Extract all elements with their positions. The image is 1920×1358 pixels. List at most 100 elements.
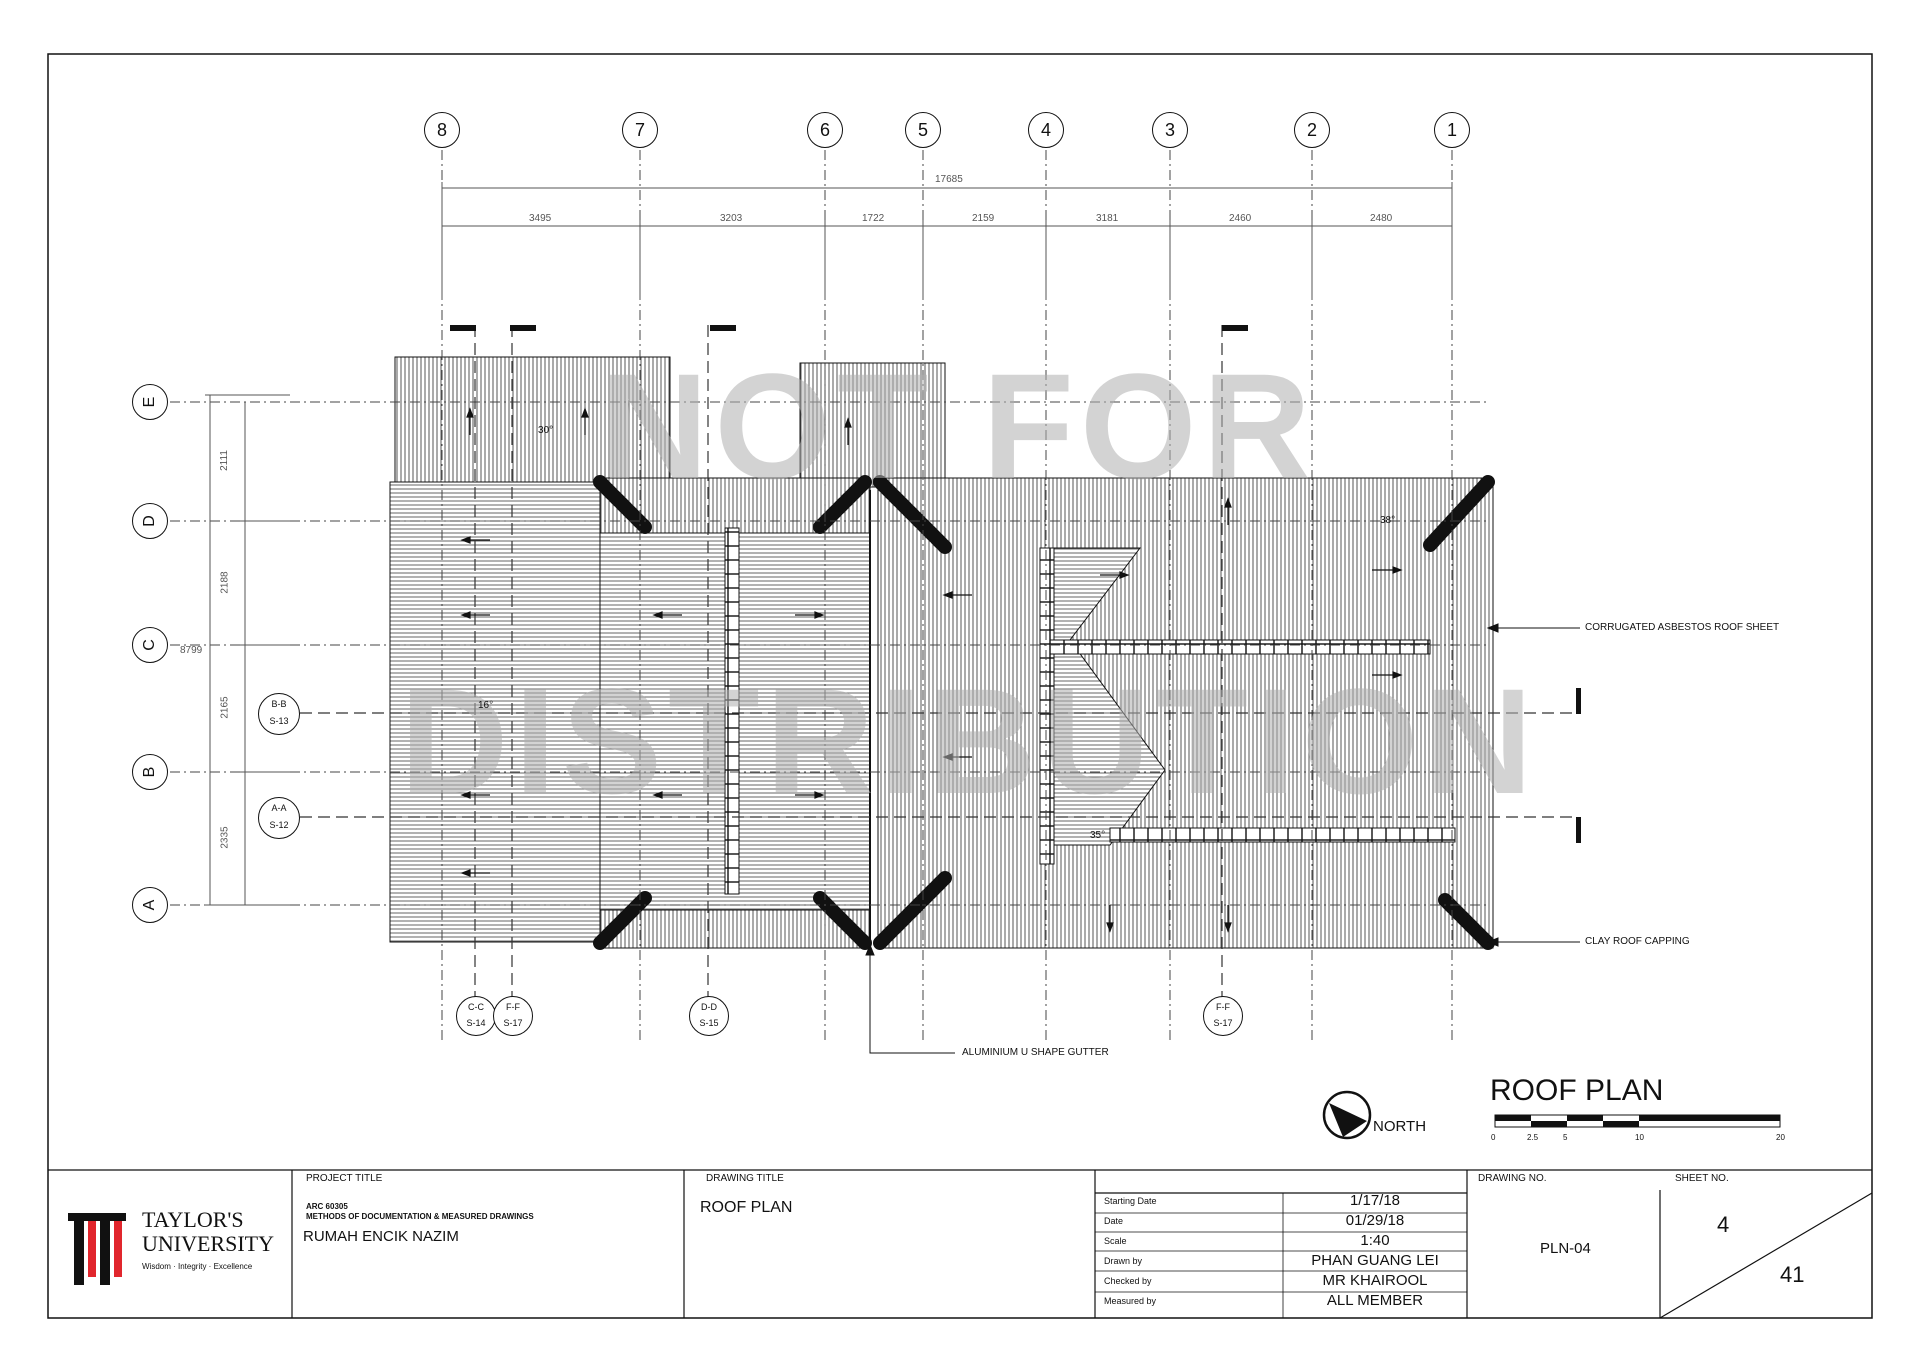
field-label: Drawn by: [1104, 1256, 1143, 1266]
dimension-rows-overall: 8799: [180, 645, 203, 656]
grid-row-bubble: A: [132, 887, 168, 923]
grid-column-bubble: 6: [807, 112, 843, 148]
project-title-label: PROJECT TITLE: [306, 1173, 383, 1184]
field-value: MR KHAIROOL: [1322, 1272, 1428, 1289]
section-marker-code: C-C: [468, 1002, 484, 1012]
course-name: METHODS OF DOCUMENTATION & MEASURED DRAW…: [306, 1212, 534, 1221]
section-marker-sheet: S-14: [466, 1018, 486, 1028]
field-label: Checked by: [1104, 1276, 1152, 1286]
field-value: PHAN GUANG LEI: [1311, 1252, 1439, 1269]
section-marker-code: B-B: [271, 699, 287, 709]
roof-plane-left: [389, 481, 601, 943]
bay-dimension: 2159: [972, 213, 995, 224]
roof-plane-upper-mid: [799, 362, 946, 488]
field-value: 01/29/18: [1345, 1212, 1405, 1229]
field-label: Measured by: [1104, 1296, 1157, 1306]
course-code: ARC 60305: [306, 1202, 348, 1211]
bay-dimension: 2480: [1370, 213, 1393, 224]
plan-title: ROOF PLAN: [1490, 1074, 1664, 1107]
flow-arrows: [460, 407, 1403, 933]
title-block-frame: [48, 1169, 1873, 1319]
bay-dimension: 1722: [862, 213, 885, 224]
section-marker-sheet: S-13: [269, 716, 289, 726]
section-marker-code: F-F: [506, 1002, 520, 1012]
field-value: 1:40: [1360, 1232, 1390, 1249]
drawing-no-label: DRAWING NO.: [1478, 1173, 1547, 1184]
section-marker-code: F-F: [1216, 1002, 1230, 1012]
grid-column-bubble: 7: [622, 112, 658, 148]
grid-row-bubble: D: [132, 503, 168, 539]
watermark-line-1: NOT FOR: [600, 342, 1317, 510]
grid-column-bubble: 4: [1028, 112, 1064, 148]
sheet-total: 41: [1780, 1262, 1805, 1287]
callout-leaders: [865, 623, 1580, 1054]
section-marker: A-A S-12: [258, 797, 300, 839]
drawing-title: ROOF PLAN: [700, 1199, 793, 1216]
grid-column-bubble: 2: [1294, 112, 1330, 148]
grid-row-bubble: C: [132, 627, 168, 663]
hip-cappings: [593, 475, 1495, 950]
row-dimension: 2335: [219, 826, 231, 849]
title-block-rows: [1095, 1193, 1467, 1318]
section-marker-sheet: S-17: [1213, 1018, 1233, 1028]
scale-bar-tick: 2.5: [1527, 1133, 1539, 1142]
section-marker: F-F S-17: [1203, 996, 1243, 1036]
callout-roof-sheet: CORRUGATED ASBESTOS ROOF SHEET: [1585, 622, 1780, 633]
project-name: RUMAH ENCIK NAZIM: [303, 1228, 459, 1245]
scale-bar-tick: 10: [1635, 1133, 1644, 1142]
scale-bar-tick: 5: [1563, 1133, 1568, 1142]
section-marker-sheet: S-15: [699, 1018, 719, 1028]
field-value: 1/17/18: [1349, 1192, 1401, 1209]
logo-motto: Wisdom · Integrity · Excellence: [142, 1262, 253, 1271]
slope-label: 30°: [538, 425, 554, 436]
field-label: Date: [1104, 1216, 1124, 1226]
bay-dimension: 3203: [720, 213, 743, 224]
grid-column-bubble: 3: [1152, 112, 1188, 148]
scale-bar-tick: 0: [1491, 1133, 1496, 1142]
sheet-number: 4: [1717, 1212, 1730, 1237]
scale-bar: [1494, 1114, 1781, 1128]
logo-name: TAYLOR'S: [142, 1207, 244, 1232]
grid-row-bubble: E: [132, 384, 168, 420]
grid-column-bubble: 1: [1434, 112, 1470, 148]
roof-plane-upper-left: [394, 356, 671, 488]
sheet-no-label: SHEET NO.: [1675, 1173, 1729, 1184]
slope-label: 35°: [1090, 830, 1106, 841]
sheet-border: [47, 53, 1873, 1319]
callout-clay-capping: CLAY ROOF CAPPING: [1585, 936, 1690, 947]
watermark-line-2: DISTRIBUTION: [400, 657, 1539, 825]
bay-dimension: 2460: [1229, 213, 1252, 224]
top-dimensions: [441, 182, 1453, 300]
grid-column-bubble: 8: [424, 112, 460, 148]
dimension-overall: 17685: [935, 174, 963, 185]
callout-gutter: ALUMINIUM U SHAPE GUTTER: [962, 1047, 1109, 1058]
scale-bar-tick: 20: [1776, 1133, 1785, 1142]
row-dimension: 2165: [219, 696, 231, 719]
drawing-title-label: DRAWING TITLE: [706, 1173, 784, 1184]
ridge-capping: [724, 490, 1456, 945]
row-dimension: 2111: [218, 450, 230, 471]
slope-label: 16°: [478, 700, 494, 711]
logo-sub: UNIVERSITY: [142, 1231, 274, 1256]
drawing-number: PLN-04: [1540, 1240, 1591, 1257]
row-dimension: 2188: [219, 571, 231, 594]
section-cut-lines: [300, 325, 1578, 1015]
left-dimensions: [205, 394, 290, 906]
bay-dimension: 3495: [529, 213, 552, 224]
slope-label: 38°: [1380, 515, 1396, 526]
grid-column-bubble: 5: [905, 112, 941, 148]
grid-row-bubble: B: [132, 754, 168, 790]
field-label: Starting Date: [1104, 1196, 1157, 1206]
north-label: NORTH: [1373, 1118, 1427, 1135]
bay-dimension: 3181: [1096, 213, 1119, 224]
section-marker-sheet: S-12: [269, 820, 289, 830]
university-logo-icon: [68, 1213, 126, 1285]
section-marker: B-B S-13: [258, 693, 300, 735]
field-label: Scale: [1104, 1236, 1127, 1246]
field-value: ALL MEMBER: [1326, 1292, 1424, 1309]
section-marker-code: A-A: [271, 803, 287, 813]
section-cut-ticks: [450, 325, 1581, 843]
